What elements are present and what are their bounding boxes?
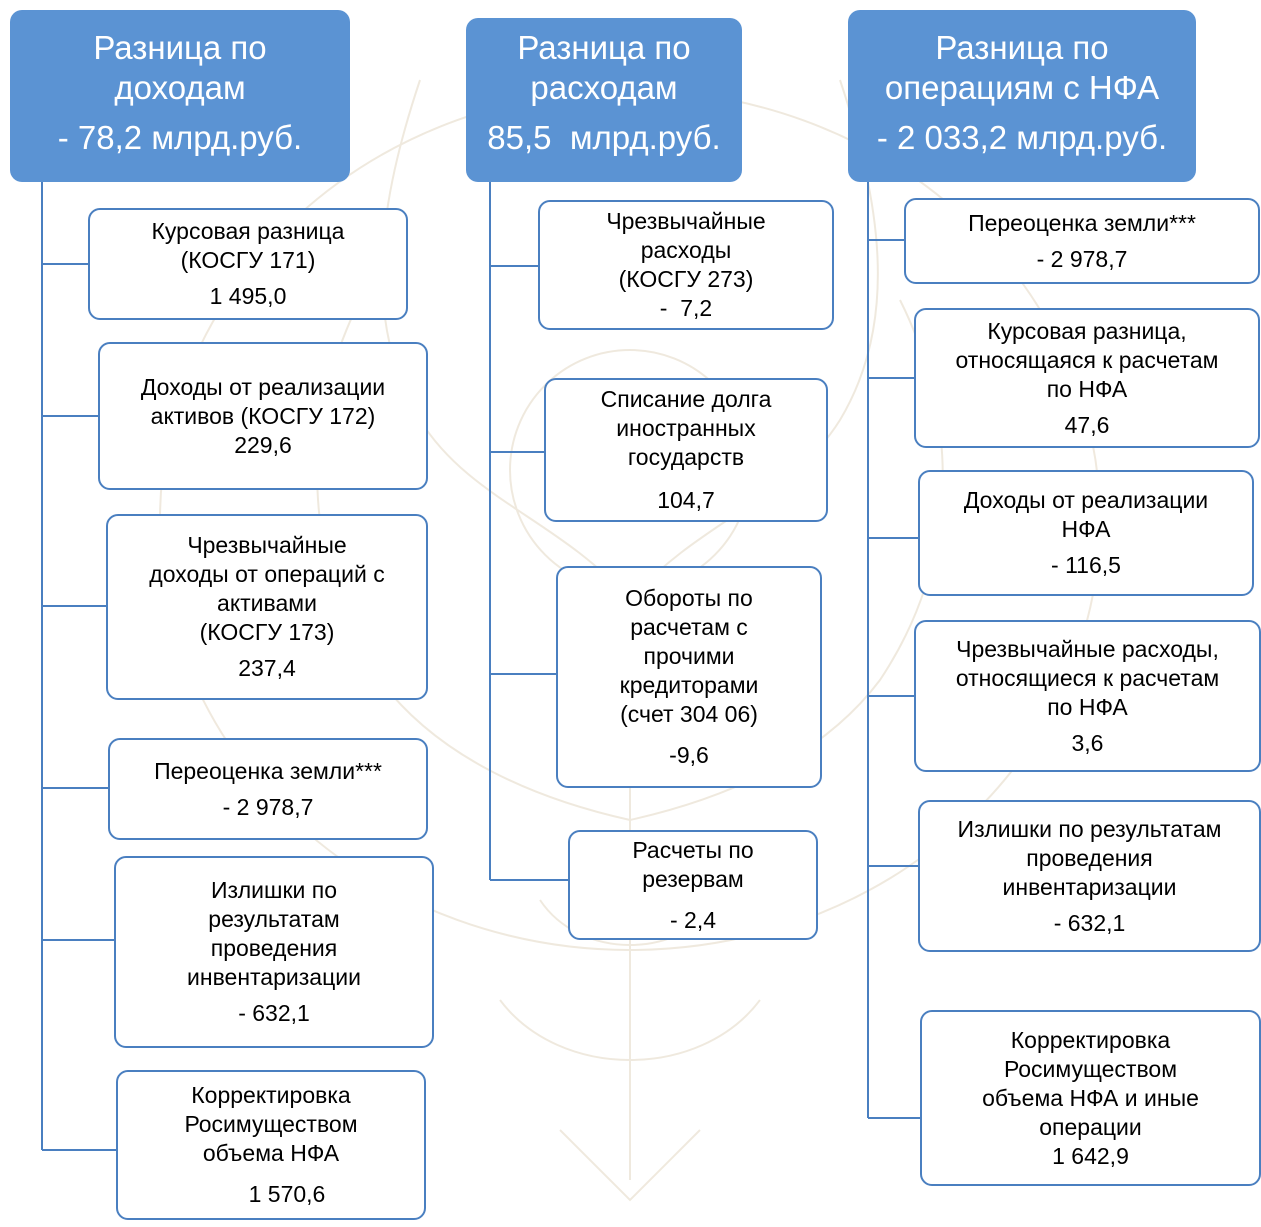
header-title: Разница по расходам — [517, 29, 691, 106]
item-label: Доходы от реализации НФА — [963, 487, 1209, 542]
item-land-revaluation-nfa: Переоценка земли*** - 2 978,7 — [904, 198, 1260, 284]
item-inventory-surplus-nfa: Излишки по результатам проведения инвент… — [918, 800, 1261, 952]
item-extraordinary-income-173: Чрезвычайные доходы от операций с актива… — [106, 514, 428, 700]
item-label: Излишки по результатам проведения инвент… — [187, 877, 361, 990]
item-label: Курсовая разница (КОСГУ 171) — [151, 218, 345, 273]
item-value: 1 495,0 — [209, 283, 287, 309]
item-label: Переоценка земли*** — [968, 209, 1196, 236]
item-value: - 632,1 — [238, 1000, 310, 1026]
item-value: - 632,1 — [1053, 909, 1126, 936]
item-value: 229,6 — [234, 431, 292, 458]
item-exchange-difference-171: Курсовая разница (КОСГУ 171) 1 495,0 — [88, 208, 408, 320]
header-expense-difference: Разница по расходам 85,5 млрд.руб. — [466, 18, 742, 182]
item-value: - 2,4 — [669, 906, 717, 933]
item-label: Доходы от реализации активов (КОСГУ 172) — [140, 373, 386, 429]
item-value: 47,6 — [1064, 411, 1110, 438]
item-land-revaluation: Переоценка земли*** - 2 978,7 — [108, 738, 428, 840]
header-nfa-operations-difference: Разница по операциям с НФА - 2 033,2 млр… — [848, 10, 1196, 182]
item-label: Расчеты по резервам — [632, 836, 754, 892]
item-value: - 2 978,7 — [1036, 245, 1128, 272]
item-label: Курсовая разница, относящаяся к расчетам… — [955, 317, 1219, 402]
item-rosimushchestvo-adjustment-other: Корректировка Росимуществом объема НФА и… — [920, 1010, 1261, 1186]
item-label: Чрезвычайные расходы (КОСГУ 273) — [606, 208, 766, 292]
item-label: Чрезвычайные доходы от операций с актива… — [149, 532, 385, 645]
header-value: - 78,2 млрд.руб. — [57, 119, 303, 156]
item-value: 237,4 — [238, 655, 296, 681]
item-value: 104,7 — [657, 487, 715, 513]
item-label: Корректировка Росимуществом объема НФА и… — [982, 1026, 1199, 1140]
item-label: Списание долга иностранных государств — [600, 386, 772, 470]
item-exchange-difference-nfa: Курсовая разница, относящаяся к расчетам… — [914, 308, 1260, 448]
item-foreign-debt-writeoff: Списание долга иностранных государств 10… — [544, 378, 828, 522]
item-value: - 7,2 — [659, 295, 713, 321]
item-inventory-surplus: Излишки по результатам проведения инвент… — [114, 856, 434, 1048]
item-value: -9,6 — [669, 742, 709, 768]
header-title: Разница по доходам — [93, 29, 267, 106]
item-other-creditors-turnover: Обороты по расчетам с прочими кредиторам… — [556, 566, 822, 788]
item-value: 1 642,9 — [1052, 1142, 1129, 1169]
item-label: Переоценка земли*** — [154, 757, 382, 784]
header-value: 85,5 млрд.руб. — [487, 119, 721, 156]
item-rosimushchestvo-adjustment: Корректировка Росимуществом объема НФА 1… — [116, 1070, 426, 1220]
item-label: Обороты по расчетам с прочими кредиторам… — [619, 585, 759, 727]
item-nfa-sales-income: Доходы от реализации НФА - 116,5 — [918, 470, 1254, 596]
header-value: - 2 033,2 млрд.руб. — [876, 119, 1168, 156]
item-asset-sales-income-172: Доходы от реализации активов (КОСГУ 172)… — [98, 342, 428, 490]
header-title: Разница по операциям с НФА — [884, 29, 1160, 106]
item-label: Чрезвычайные расходы, относящиеся к расч… — [955, 635, 1220, 720]
item-reserve-settlements: Расчеты по резервам - 2,4 — [568, 830, 818, 940]
item-extraordinary-expenses-nfa: Чрезвычайные расходы, относящиеся к расч… — [914, 620, 1261, 772]
header-income-difference: Разница по доходам - 78,2 млрд.руб. — [10, 10, 350, 182]
item-extraordinary-expenses-273: Чрезвычайные расходы (КОСГУ 273) - 7,2 — [538, 200, 834, 330]
item-value: - 2 978,7 — [222, 793, 314, 820]
item-label: Корректировка Росимуществом объема НФА — [184, 1082, 358, 1166]
item-value: 3,6 — [1071, 729, 1104, 756]
item-label: Излишки по результатам проведения инвент… — [957, 815, 1222, 900]
item-value: - 116,5 — [1051, 552, 1121, 578]
item-value: 1 570,6 — [216, 1181, 326, 1207]
